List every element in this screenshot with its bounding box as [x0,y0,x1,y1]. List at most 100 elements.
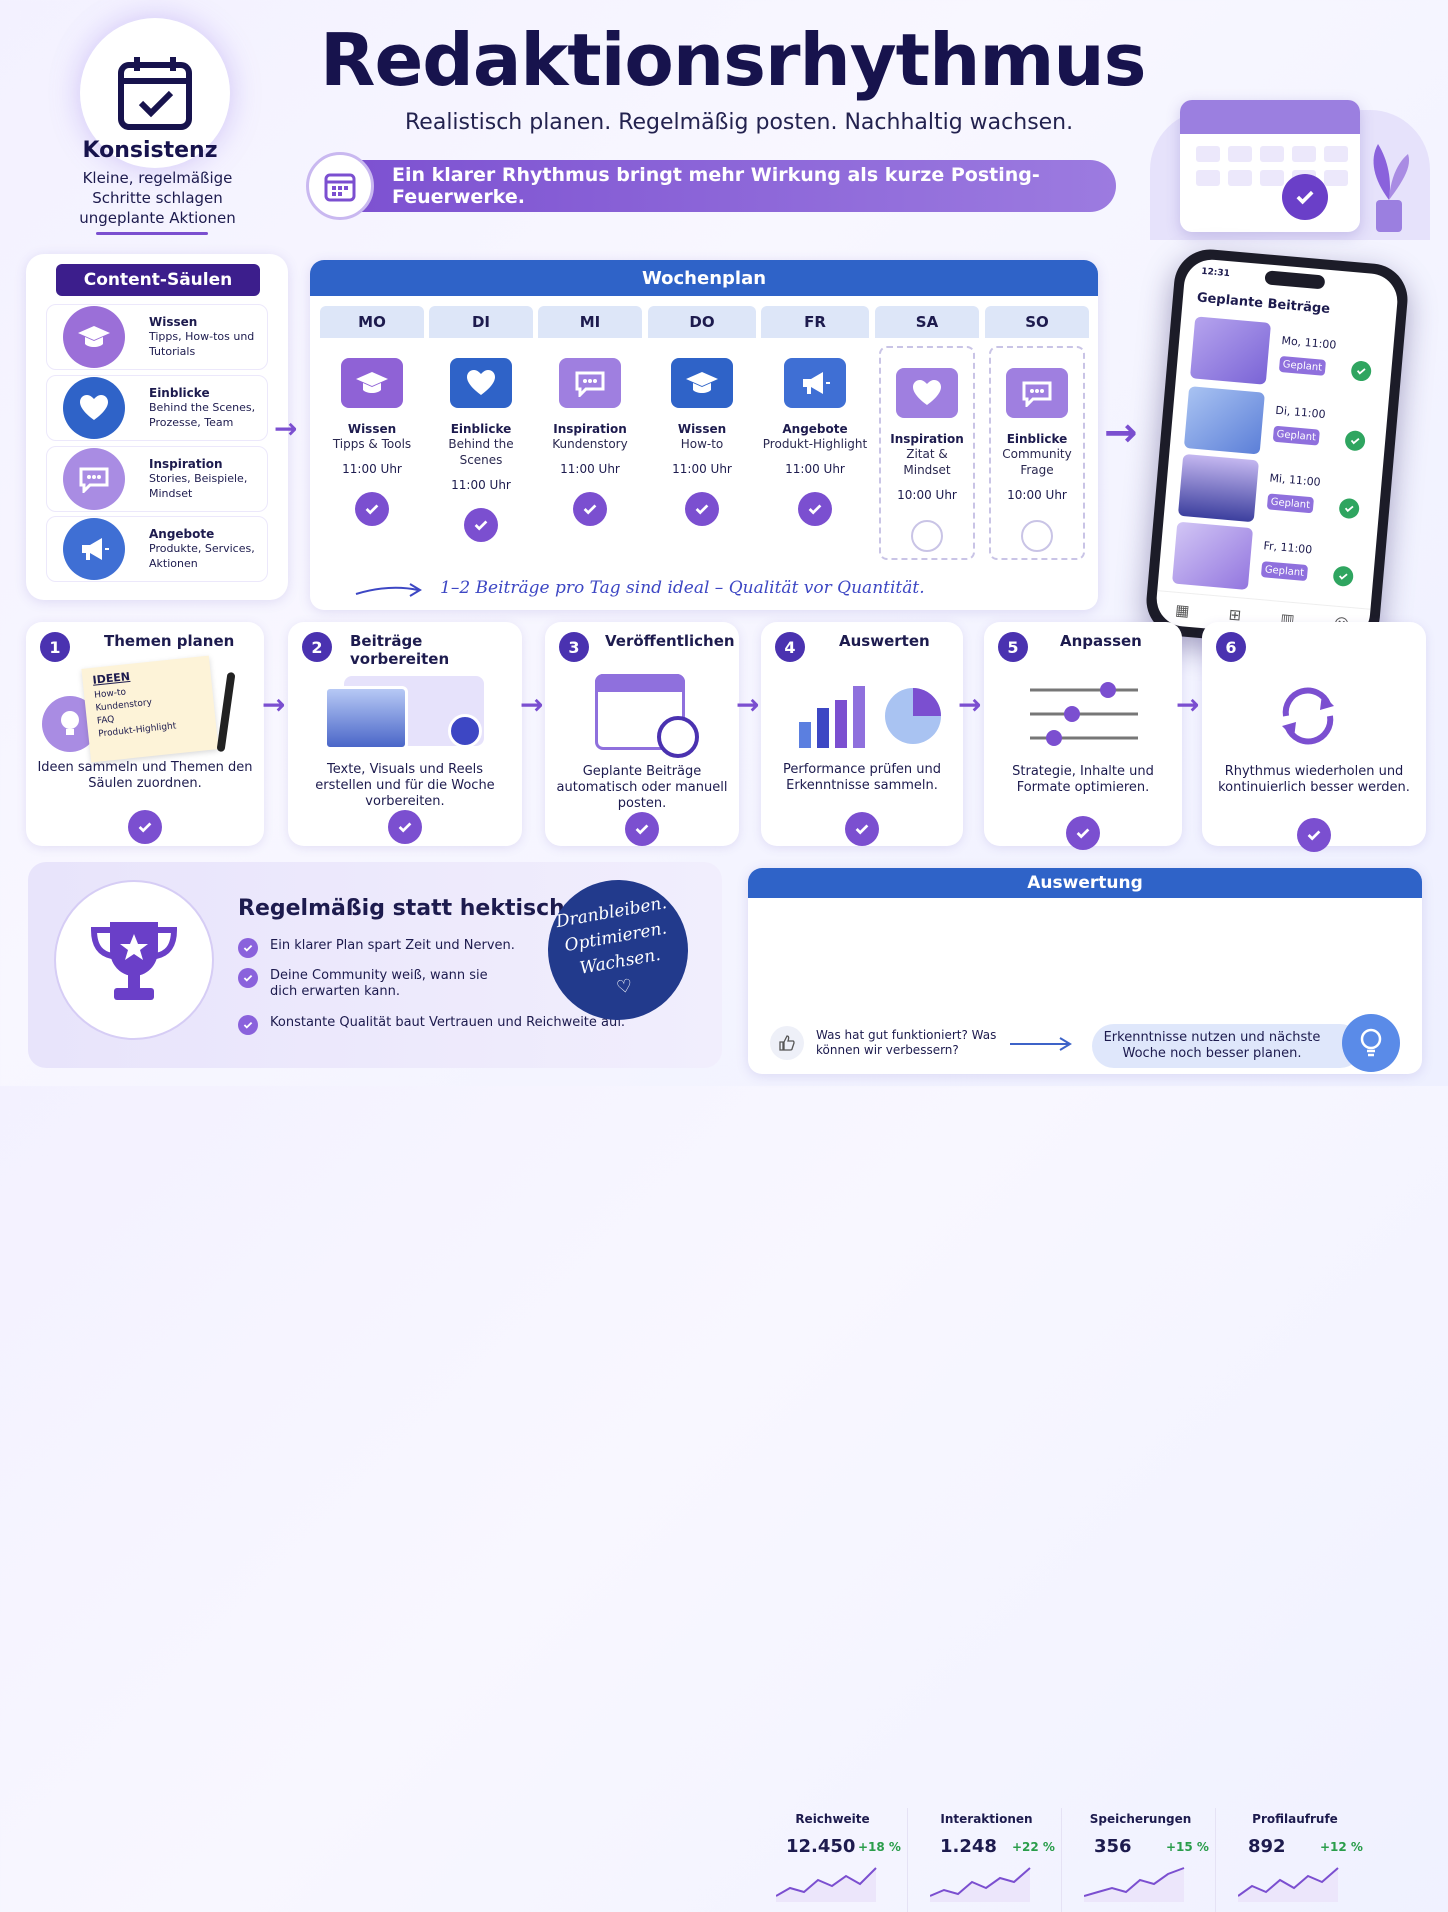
kpi-value: 1.248 [940,1836,997,1857]
check-icon [798,492,832,526]
day-topic: Angebote [782,422,848,436]
step-number: 3 [559,632,589,662]
check-icon [845,812,879,846]
post-date: Mi, 11:00 [1268,471,1322,489]
kpi-label: Reichweite [795,1812,870,1826]
check-icon [238,938,258,958]
kpi-change: +18 % [858,1840,901,1854]
check-circle-icon [1282,174,1328,220]
heart-icon [896,368,958,418]
phone-clock: 12:31 [1200,266,1231,280]
scheduled-posts-heading: Geplante Beiträge [1196,290,1331,318]
status-badge: Geplant [1272,425,1320,446]
calendar-check-icon [118,57,192,130]
day-subtopic: Tipps & Tools [332,437,412,451]
summary-item-text: Deine Community weiß, wann sie dich erwa… [270,968,488,999]
day-topic: Inspiration [890,432,964,446]
step-desc: Geplante Beiträge automatisch oder manue… [556,764,728,811]
weekly-plan-heading: Wochenplan [310,260,1098,296]
pillar-title: Einblicke [149,386,210,400]
kpi-label: Interaktionen [940,1812,1033,1826]
kpi-value: 12.450 [786,1836,856,1857]
summary-title: Regelmäßig statt hektisch. [238,896,574,921]
day-time: 11:00 Uhr [560,462,620,476]
step-number: 2 [302,632,332,662]
step-number: 6 [1216,632,1246,662]
step-2-card: 2 Beiträge vorbereiten Texte, Visuals un… [288,622,522,846]
check-icon [238,1015,258,1035]
key-message-banner: Ein klarer Rhythmus bringt mehr Wirkung … [308,160,1116,212]
phone-notch [1264,270,1326,290]
chat-bubble-icon [559,358,621,408]
day-label: FR [761,306,869,338]
kpi-value: 356 [1094,1836,1132,1857]
arrow-right-icon: → [958,688,982,721]
day-time: 11:00 Uhr [672,462,732,476]
konsistenz-text: Kleine, regelmäßige Schritte schlagen un… [79,169,236,227]
step-title: Veröffentlichen [605,632,735,650]
step-desc: Ideen sammeln und Themen den Säulen zuor… [37,760,253,791]
step-number: 4 [775,632,805,662]
pillar-desc: Tipps, How-tos und Tutorials [149,330,255,358]
step-desc: Rhythmus wiederholen und kontinuierlich … [1218,764,1410,795]
note-items: How-to Kundenstory FAQ Produkt-Highlight [94,678,207,741]
post-thumbnail [1171,521,1254,590]
graduation-cap-icon [671,358,733,408]
calendar-check-badge [80,18,230,168]
step-4-card: 4 Auswerten Performance prüfen und Erken… [761,622,963,846]
pillar-title: Angebote [149,527,215,541]
post-date: Fr, 11:00 [1263,539,1313,557]
pillar-title: Wissen [149,315,198,329]
day-label: DO [648,306,756,338]
day-topic: Einblicke [1006,432,1068,446]
plant-icon [1364,130,1414,234]
grid-icon[interactable]: ▦ [1174,600,1191,620]
weekly-hint: 1–2 Beiträge pro Tag sind ideal – Qualit… [440,578,925,598]
content-preview-icon [324,676,484,756]
day-time: 11:00 Uhr [342,462,402,476]
chat-bubble-icon [1006,368,1068,418]
check-icon [128,810,162,844]
kpi-change: +22 % [1012,1840,1055,1854]
konsistenz-title: Konsistenz [82,138,218,163]
step-desc: Texte, Visuals und Reels erstellen und f… [315,762,495,809]
page-subtitle: Realistisch planen. Regelmäßig posten. N… [405,110,1074,135]
pen-icon [216,671,236,753]
step-desc: Performance prüfen und Erkenntnisse samm… [782,762,942,793]
pillar-desc: Stories, Beispiele, Mindset [149,472,248,500]
thumbs-up-icon [770,1026,804,1060]
day-label: MI [538,306,642,338]
pillar-desc: Produkte, Services, Aktionen [149,542,255,570]
empty-circle-icon[interactable] [911,520,943,552]
step-desc: Strategie, Inhalte und Formate optimiere… [1012,764,1154,795]
sliders-icon [1028,680,1140,750]
content-pillars-heading: Content-Säulen [56,264,260,296]
arrow-right-icon: → [274,412,298,445]
ideas-note: IDEEN How-to Kundenstory FAQ Produkt-Hig… [81,655,219,763]
empty-circle-icon[interactable] [1021,520,1053,552]
step-title: Beiträge vorbereiten [350,632,450,668]
step-1-card: 1 Themen planen IDEEN How-to Kundenstory… [26,622,264,846]
post-date: Mo, 11:00 [1280,334,1337,352]
megaphone-icon [784,358,846,408]
chat-bubble-icon [63,448,125,510]
check-icon [573,492,607,526]
underline-decoration [96,232,208,235]
calendar-icon [306,152,374,220]
